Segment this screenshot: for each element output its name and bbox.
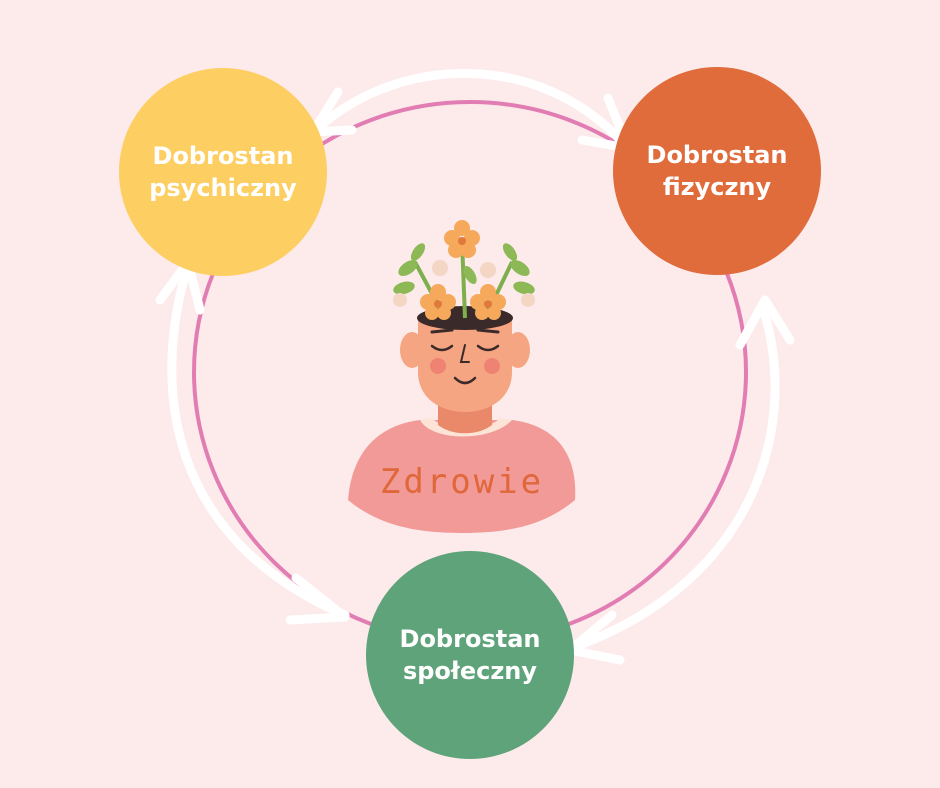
psychological-wellbeing-node: Dobrostan psychiczny — [118, 72, 328, 272]
social-circle — [366, 551, 574, 759]
physical-label-line1: Dobrostan — [646, 141, 788, 169]
physical-label: Dobrostan fizyczny — [647, 139, 788, 203]
arrow-social-to-psych — [155, 257, 350, 625]
person-with-flowers-icon — [348, 220, 576, 533]
psychological-label: Dobrostan psychiczny — [149, 140, 297, 204]
arrow-psych-to-phys — [308, 69, 633, 153]
arrow-phys-to-social — [565, 295, 795, 665]
social-label-line1: Dobrostan — [399, 625, 541, 653]
physical-label-line2: fizyczny — [662, 173, 772, 201]
social-label: Dobrostan społeczny — [400, 623, 541, 687]
psychological-label-line2: psychiczny — [149, 174, 297, 202]
psychological-label-line1: Dobrostan — [152, 142, 294, 170]
physical-circle — [613, 67, 821, 275]
physical-wellbeing-node: Dobrostan fizyczny — [612, 71, 822, 271]
social-label-line2: społeczny — [402, 657, 538, 685]
center-health-label: Zdrowie — [379, 462, 545, 502]
psychological-circle — [119, 68, 327, 276]
social-wellbeing-node: Dobrostan społeczny — [365, 550, 575, 760]
